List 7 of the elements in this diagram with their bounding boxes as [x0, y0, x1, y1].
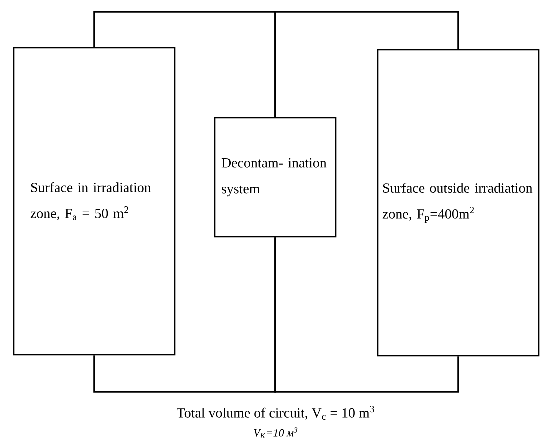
- caption-note: V$_{K}$=10 м$^{3}$: [254, 428, 298, 438]
- pipe-line: [274, 238, 460, 393]
- zone-box: Surface outside irradiation zone, F$_{p}$=400m$^{2}$: [377, 49, 540, 357]
- caption-text: Total volume of circuit, V$_{c}$ = 10 m$^{3}$: [177, 406, 374, 420]
- system-box: Decontam- ination system: [214, 117, 337, 238]
- zone-box: Surface in irradiation zone, F$_{a}$ = 50 m$^{2}$: [13, 47, 176, 356]
- pipe-line: [274, 11, 460, 118]
